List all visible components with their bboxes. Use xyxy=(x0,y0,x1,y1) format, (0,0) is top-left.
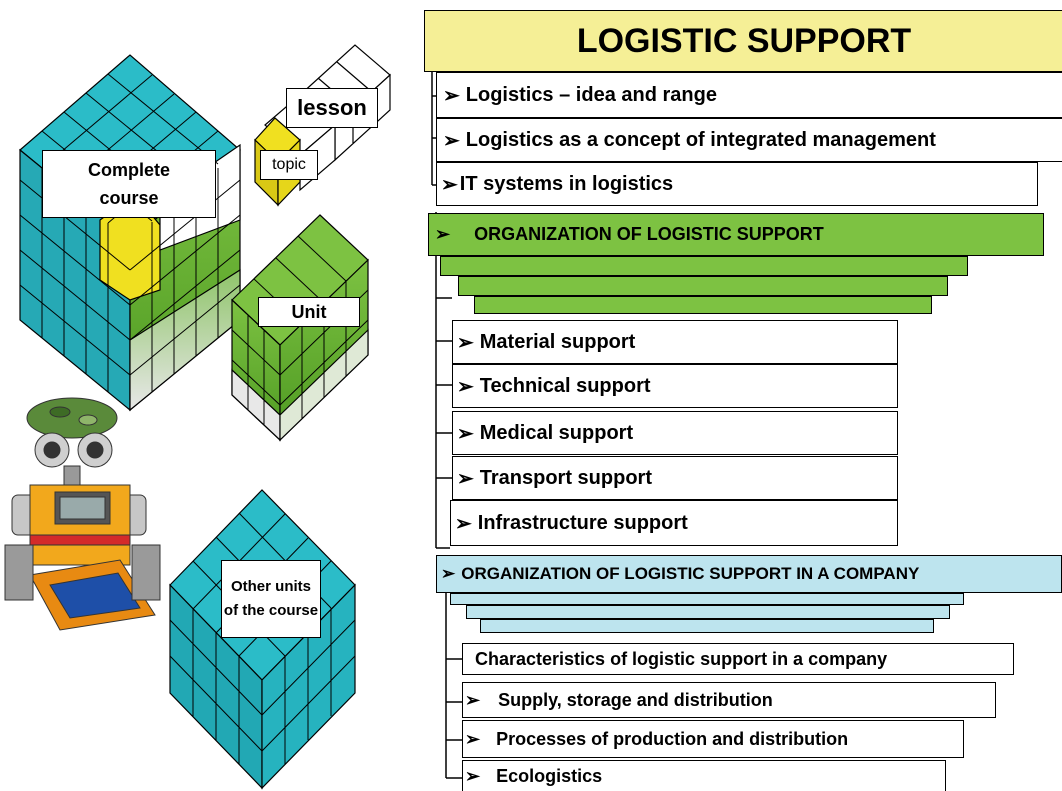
unit-block xyxy=(231,214,369,442)
unit-label: Unit xyxy=(258,297,360,327)
other-units-cube xyxy=(169,489,356,790)
company-stack-bar-3 xyxy=(480,619,934,633)
org-header: ➢ ORGANIZATION OF LOGISTIC SUPPORT xyxy=(428,213,1044,256)
org-item-2-text: Technical support xyxy=(479,374,651,397)
arrow-icon: ➢ xyxy=(465,728,481,749)
org-item-1-text: Material support xyxy=(479,330,636,353)
lesson-label: lesson xyxy=(286,88,378,128)
lesson-text: lesson xyxy=(297,95,367,120)
main-item-1: ➢ Logistics – idea and range xyxy=(436,72,1062,118)
arrow-icon: ➢ xyxy=(457,331,474,354)
arrow-icon: ➢ xyxy=(455,512,472,535)
arrow-icon: ➢ xyxy=(465,689,481,710)
org-stack-bar-1 xyxy=(440,256,968,276)
main-item-1-text: Logistics – idea and range xyxy=(465,83,717,106)
company-item-1: ➢ Supply, storage and distribution xyxy=(462,682,996,718)
robot-mascot-icon xyxy=(4,397,161,631)
org-stack-bar-3 xyxy=(474,296,932,314)
other-units-text: Other units of the course xyxy=(223,578,319,619)
complete-course-cube xyxy=(19,54,241,412)
org-header-text: ORGANIZATION OF LOGISTIC SUPPORT xyxy=(474,224,824,244)
complete-course-label: Complete course xyxy=(42,150,216,218)
main-item-2: ➢ Logistics as a concept of integrated m… xyxy=(436,118,1062,162)
org-item-1: ➢ Material support xyxy=(452,320,898,364)
org-stack-bar-2 xyxy=(458,276,948,296)
org-item-4-text: Transport support xyxy=(479,466,652,489)
complete-course-text: Complete course xyxy=(87,160,170,208)
company-item-2: ➢ Processes of production and distributi… xyxy=(462,720,964,758)
company-item-3-text: Ecologistics xyxy=(496,765,603,786)
main-title: LOGISTIC SUPPORT xyxy=(576,21,912,60)
company-characteristics-text: Characteristics of logistic support in a… xyxy=(475,648,888,669)
unit-text: Unit xyxy=(291,301,327,322)
main-item-2-text: Logistics as a concept of integrated man… xyxy=(465,128,936,151)
arrow-icon: ➢ xyxy=(457,422,474,445)
org-item-2: ➢ Technical support xyxy=(452,364,898,408)
company-stack-bar-1 xyxy=(450,593,964,605)
company-item-3: ➢ Ecologistics xyxy=(462,760,946,791)
company-item-2-text: Processes of production and distribution xyxy=(496,728,849,749)
company-item-1-text: Supply, storage and distribution xyxy=(498,689,773,710)
arrow-icon: ➢ xyxy=(465,765,481,786)
company-header: ➢ ORGANIZATION OF LOGISTIC SUPPORT IN A … xyxy=(436,555,1062,593)
org-item-4: ➢ Transport support xyxy=(452,456,898,500)
org-item-3: ➢ Medical support xyxy=(452,411,898,455)
org-item-5: ➢ Infrastructure support xyxy=(450,500,898,546)
main-item-3-text: IT systems in logistics xyxy=(459,172,674,195)
other-units-label: Other units of the course xyxy=(221,560,321,638)
company-stack-bar-2 xyxy=(466,605,950,619)
arrow-icon: ➢ xyxy=(435,224,451,244)
org-item-5-text: Infrastructure support xyxy=(477,511,688,534)
company-characteristics: Characteristics of logistic support in a… xyxy=(462,643,1014,675)
arrow-icon: ➢ xyxy=(457,467,474,490)
topic-text: topic xyxy=(272,156,306,173)
arrow-icon: ➢ xyxy=(443,84,460,107)
topic-label: topic xyxy=(260,150,318,180)
arrow-icon: ➢ xyxy=(443,129,460,152)
arrow-icon: ➢ xyxy=(441,173,458,196)
arrow-icon: ➢ xyxy=(457,375,474,398)
company-header-text: ORGANIZATION OF LOGISTIC SUPPORT IN A CO… xyxy=(461,564,920,583)
org-item-3-text: Medical support xyxy=(479,421,634,444)
arrow-icon: ➢ xyxy=(441,564,456,583)
main-title-box: LOGISTIC SUPPORT xyxy=(424,10,1062,72)
main-item-3: ➢ IT systems in logistics xyxy=(436,162,1038,206)
